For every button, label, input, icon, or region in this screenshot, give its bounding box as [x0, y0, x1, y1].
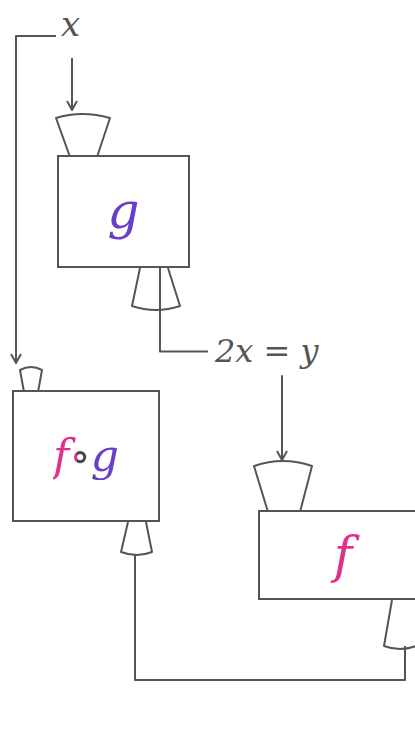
function-name: g: [107, 184, 139, 239]
variable-label: x: [58, 6, 83, 43]
input-hopper: [20, 367, 42, 392]
edge-label: 2x = y: [212, 334, 322, 369]
input-hopper: [56, 114, 110, 157]
input-wire: [71, 58, 73, 110]
function-box: f∘g: [12, 390, 160, 522]
output-spout: [384, 600, 415, 649]
input-wire: [16, 36, 56, 363]
function-name: f∘g: [53, 432, 119, 480]
function-box: f: [258, 510, 415, 600]
input-hopper: [254, 461, 312, 512]
output-spout: [121, 522, 152, 555]
output-spout: [132, 268, 180, 310]
function-name: f: [334, 528, 353, 583]
function-box: g: [57, 155, 190, 268]
